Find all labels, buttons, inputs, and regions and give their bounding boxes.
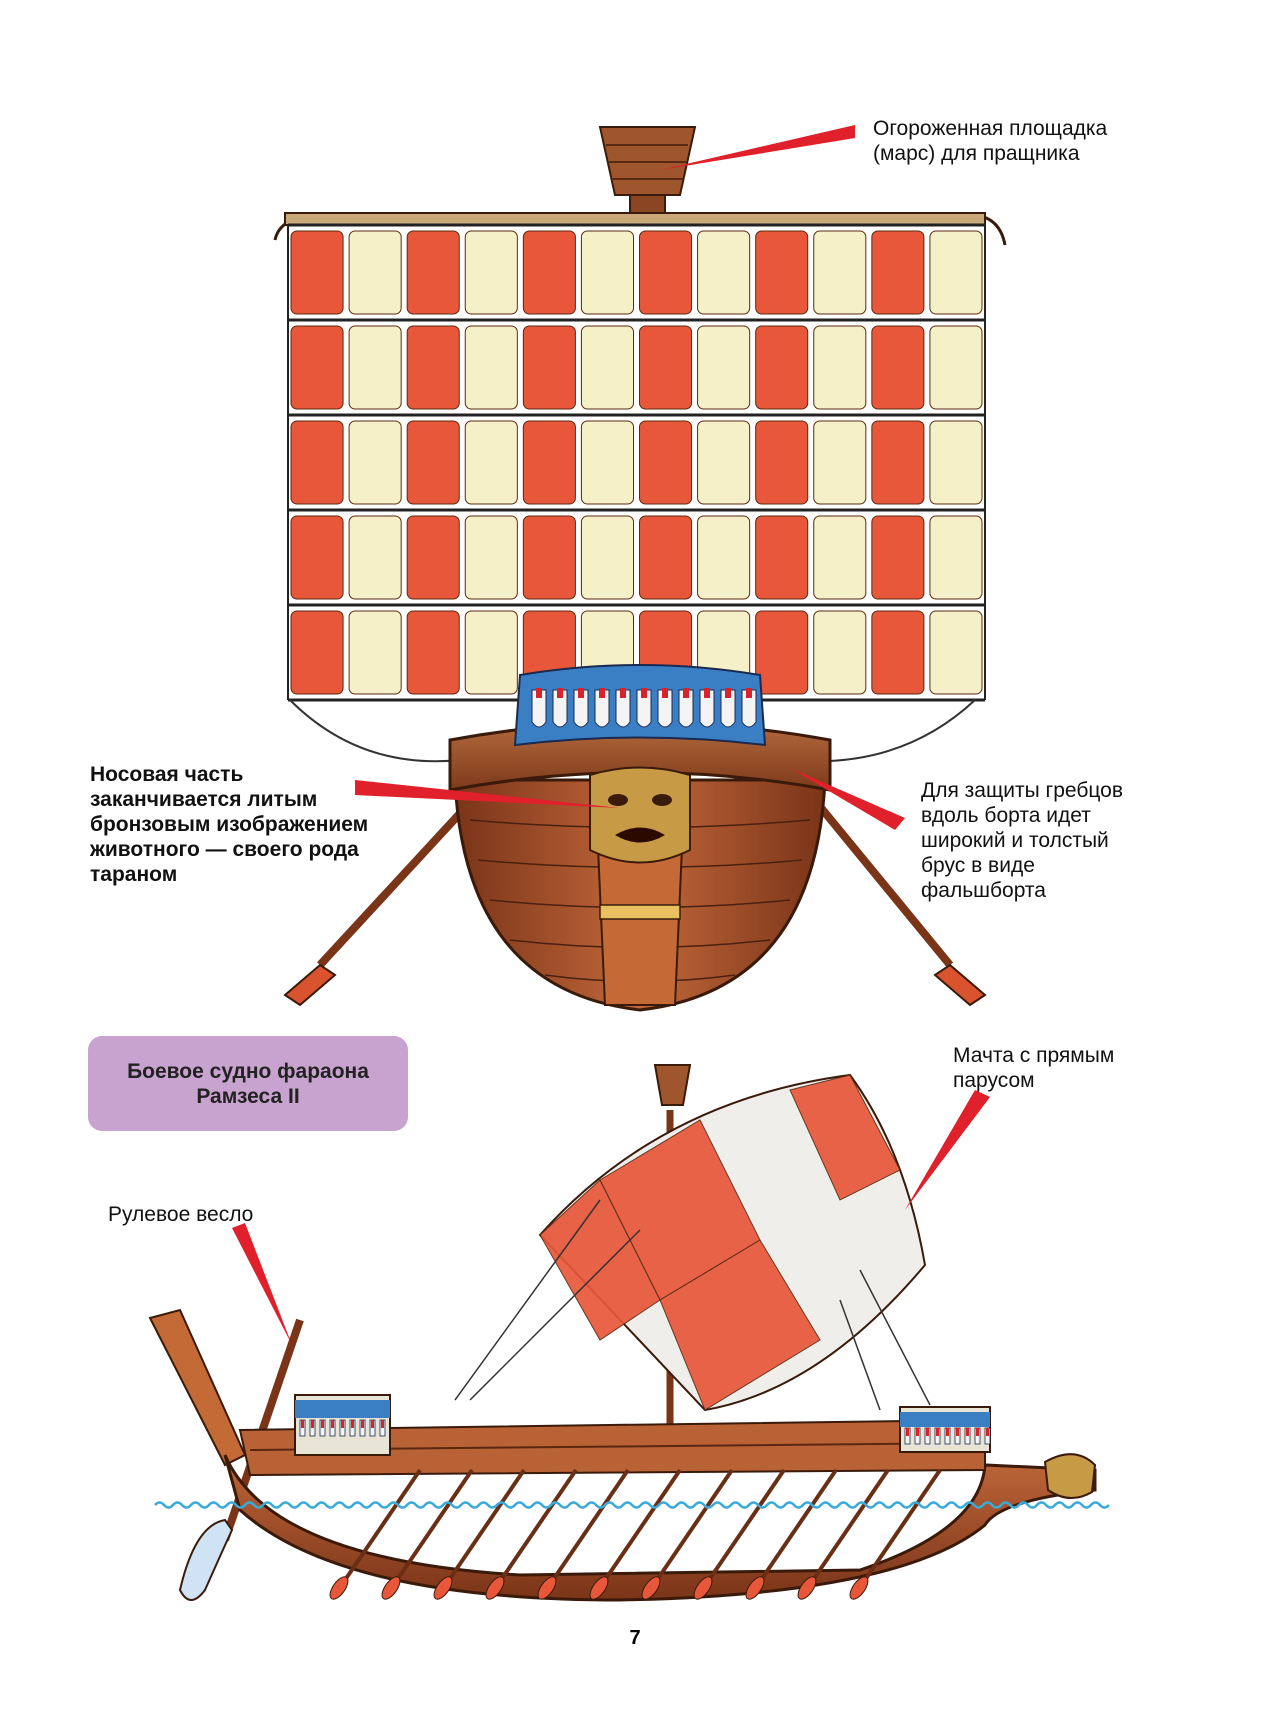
water-line <box>154 1501 1110 1509</box>
callout-mast: Мачта с прямым парусом <box>953 1043 1114 1093</box>
callout-line: бронзовым изображением <box>90 813 369 836</box>
pointer-mast <box>905 1090 990 1210</box>
pointer-basket <box>660 125 855 170</box>
callout-line: Для защиты гребцов <box>921 779 1123 802</box>
stern-cabin <box>294 1394 391 1456</box>
fighting-top-basket <box>598 126 697 214</box>
bow-cabin <box>899 1406 991 1453</box>
callout-line: заканчивается литым <box>90 788 318 811</box>
callout-line: тараном <box>90 863 178 886</box>
callout-line: вдоль борта идет <box>921 804 1091 827</box>
callout-line: Мачта с прямым <box>953 1044 1115 1067</box>
callout-fighting-top: Огороженная площадка (марс) для пращника <box>873 116 1107 166</box>
callout-rail: Для защиты гребцов вдоль борта идет широ… <box>921 778 1123 903</box>
callout-steering-oar: Рулевое весло <box>108 1202 253 1227</box>
pointer-bow <box>355 780 620 808</box>
title-box: Боевое судно фараона Рамзеса II <box>88 1036 408 1131</box>
checkered-sail <box>287 223 986 702</box>
callout-line: парусом <box>953 1069 1035 1092</box>
callout-line: животного — своего рода <box>90 838 359 861</box>
front-view-ship <box>273 125 1007 1012</box>
callout-line: (марс) для пращника <box>873 142 1080 165</box>
bronze-animal-head <box>589 766 691 864</box>
callout-line: Огороженная площадка <box>873 117 1108 140</box>
pointer-steering-oar <box>232 1223 292 1345</box>
callout-bow: Носовая часть заканчивается литым бронзо… <box>90 762 368 887</box>
title-line: Боевое судно фараона <box>127 1059 369 1083</box>
page-number: 7 <box>629 1627 641 1649</box>
bronze-ram-head <box>1043 1453 1097 1499</box>
side-view-ship <box>148 1064 1110 1602</box>
title-line: Рамзеса II <box>196 1084 300 1108</box>
callout-line: брус в виде <box>921 854 1035 877</box>
callout-line: широкий и толстый <box>921 829 1109 852</box>
side-hull <box>223 1454 1097 1602</box>
side-oars <box>329 1468 942 1600</box>
callout-line: фальшборта <box>921 879 1046 902</box>
callout-line: Носовая часть <box>90 763 244 786</box>
callout-line: Рулевое весло <box>108 1203 254 1226</box>
pointer-rail <box>790 768 905 830</box>
